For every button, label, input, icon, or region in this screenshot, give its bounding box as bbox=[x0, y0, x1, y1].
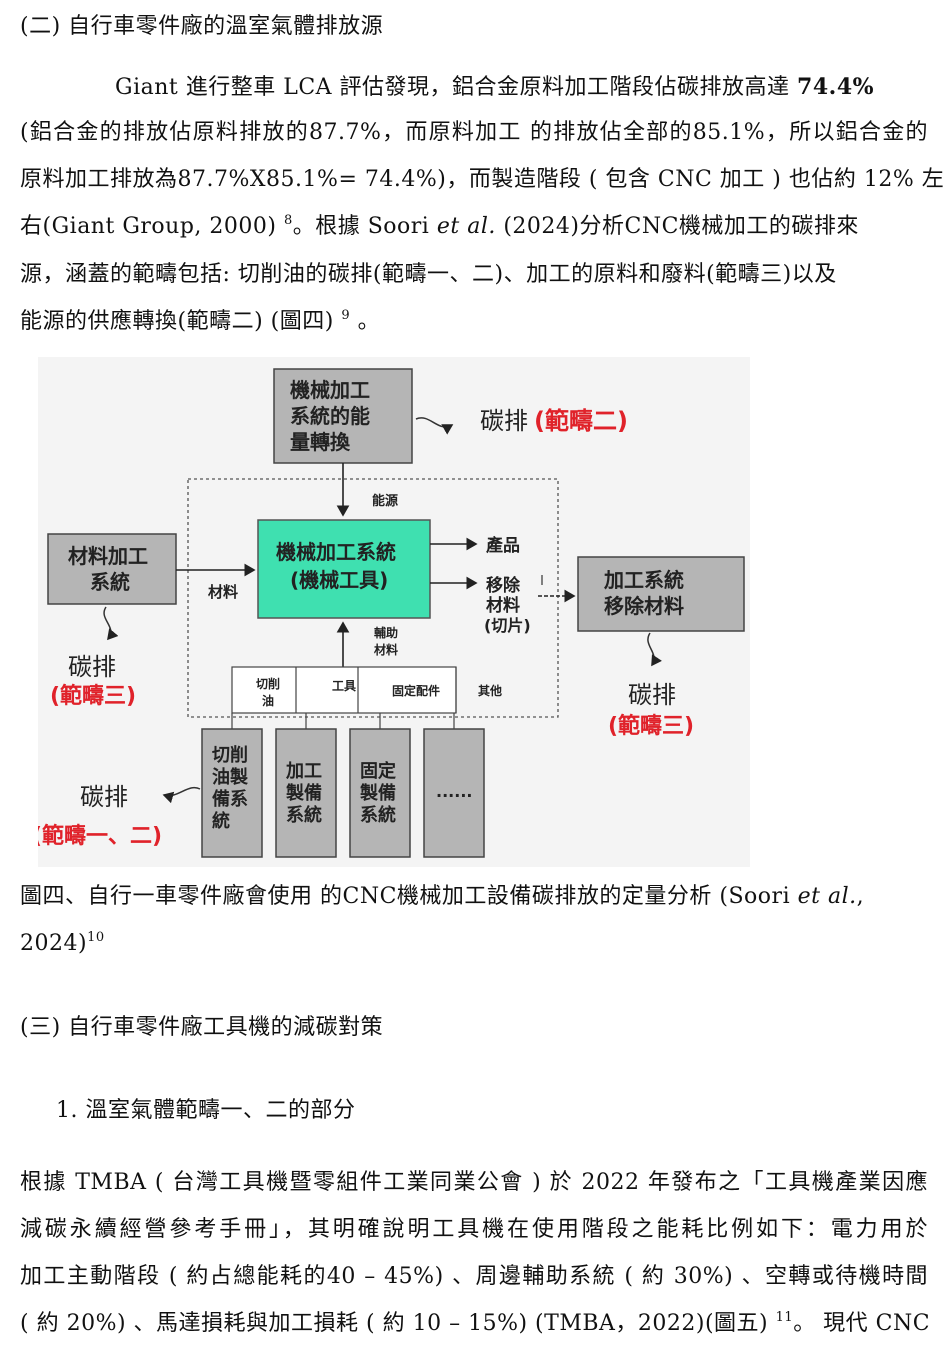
svg-text:移除材料: 移除材料 bbox=[604, 594, 684, 618]
caption-text: 圖四、自行一車零件廠會使用 的CNC機械加工設備碳排放的定量分析 (Soori bbox=[20, 884, 798, 909]
svg-text:製備: 製備 bbox=[359, 782, 396, 804]
product-label: 產品 bbox=[486, 535, 520, 556]
bottom-box-fixture: 固定 製備 系統 bbox=[349, 728, 411, 858]
svg-text:系統: 系統 bbox=[90, 570, 130, 594]
bottom-box-other: ...... bbox=[423, 728, 485, 858]
line-text: 。根據 Soori bbox=[292, 214, 437, 239]
list-item: 1. 溫室氣體範疇一、二的部分 bbox=[56, 1098, 356, 1123]
svg-text:(切片): (切片) bbox=[484, 616, 531, 635]
svg-text:......: ...... bbox=[436, 782, 472, 801]
section-heading: (二) 自行車零件廠的溫室氣體排放源 bbox=[20, 14, 384, 39]
svg-text:系統: 系統 bbox=[286, 804, 322, 826]
footnote-ref[interactable]: 9 bbox=[341, 308, 351, 323]
removed-material-label: 移除 材料 (切片) bbox=[484, 575, 531, 635]
svg-text:量轉換: 量轉換 bbox=[290, 430, 351, 454]
svg-text:固定: 固定 bbox=[360, 760, 396, 782]
svg-text:切削: 切削 bbox=[256, 676, 280, 691]
svg-text:切削: 切削 bbox=[212, 744, 248, 766]
paragraph-line: 減碳永續經營參考手冊」，其明確說明工具機在使用階段之能耗比例如下：電力用於 bbox=[20, 1217, 928, 1242]
svg-text:碳排: 碳排 bbox=[628, 681, 676, 709]
italic-text: et al. bbox=[436, 214, 496, 239]
svg-text:機械加工: 機械加工 bbox=[290, 378, 370, 402]
line-text: 。 bbox=[350, 309, 381, 334]
emission-arrow bbox=[415, 417, 454, 435]
svg-text:系統的能: 系統的能 bbox=[290, 404, 370, 428]
paragraph-line: 根據 TMBA ( 台灣工具機暨零組件工業同業公會 ) 於 2022 年發布之「… bbox=[20, 1170, 928, 1195]
svg-text:(機械工具): (機械工具) bbox=[290, 568, 388, 592]
svg-text:油製: 油製 bbox=[212, 766, 248, 788]
emission-arrow bbox=[103, 606, 119, 641]
svg-text:(範疇一、二): (範疇一、二) bbox=[38, 823, 162, 849]
removal-system-box: 加工系統 移除材料 bbox=[577, 556, 745, 632]
highlight-value: 74.4% bbox=[797, 74, 875, 100]
energy-label: 能源 bbox=[372, 493, 398, 509]
svg-text:(範疇三): (範疇三) bbox=[50, 683, 136, 709]
paragraph-line: ( 約 20%) 、馬達損耗與加工損耗 ( 約 10 – 15%) (TMBA，… bbox=[20, 1309, 930, 1339]
italic-text: et al. bbox=[797, 884, 857, 909]
footnote-ref[interactable]: 8 bbox=[283, 213, 293, 228]
svg-text:移除: 移除 bbox=[486, 575, 521, 596]
paragraph-line: Giant 進行整車 LCA 評估發現，鋁合金原料加工階段佔碳排放高達 74.4… bbox=[115, 72, 874, 103]
svg-text:油: 油 bbox=[262, 693, 274, 708]
svg-text:加工系統: 加工系統 bbox=[603, 568, 684, 592]
paragraph-line: 能源的供應轉換(範疇二) (圖四) 9 。 bbox=[20, 307, 380, 337]
bottom-box-cutting-oil: 切削 油製 備系 統 bbox=[201, 728, 263, 858]
aux-material-label: 輔助 材料 bbox=[373, 625, 398, 657]
removal-emission-label: 碳排 (範疇三) bbox=[608, 681, 694, 739]
svg-text:碳排: 碳排 bbox=[68, 653, 116, 681]
footnote-ref[interactable]: 11 bbox=[775, 1310, 794, 1325]
svg-text:備系: 備系 bbox=[212, 788, 248, 810]
svg-text:工具: 工具 bbox=[332, 679, 356, 693]
energy-emission-label: 碳排 (範疇二) bbox=[480, 407, 628, 435]
svg-text:碳排: 碳排 bbox=[80, 783, 128, 811]
line-text: Giant 進行整車 LCA 評估發現，鋁合金原料加工階段佔碳排放高達 bbox=[115, 75, 798, 100]
svg-text:固定配件: 固定配件 bbox=[392, 683, 440, 698]
emission-arrow bbox=[162, 786, 201, 804]
main-machining-box: 機械加工系統 (機械工具) bbox=[257, 519, 431, 619]
svg-text:機械加工系統: 機械加工系統 bbox=[276, 540, 396, 564]
svg-text:其他: 其他 bbox=[478, 683, 502, 698]
bottom-emission-label: 碳排 (範疇一、二) bbox=[32, 783, 162, 849]
system-boundary bbox=[187, 478, 559, 718]
diagram-svg: 機械加工 系統的能 量轉換 碳排 (範疇二) 能源 材料加工 系統 材料 碳排 … bbox=[32, 368, 745, 858]
bottom-box-processing: 加工 製備 系統 bbox=[275, 728, 337, 858]
figure-caption: 圖四、自行一車零件廠會使用 的CNC機械加工設備碳排放的定量分析 (Soori … bbox=[20, 882, 864, 912]
caption-text: 2024) bbox=[20, 931, 88, 956]
figure-cnc-emission-diagram: 機械加工 系統的能 量轉換 碳排 (範疇二) 能源 材料加工 系統 材料 碳排 … bbox=[32, 357, 750, 867]
caption-text: , bbox=[856, 884, 865, 909]
emission-arrow bbox=[647, 632, 662, 667]
energy-conversion-box: 機械加工 系統的能 量轉換 bbox=[273, 368, 413, 464]
paragraph-line: 源，涵蓋的範疇包括: 切削油的碳排(範疇一、二)、加工的原料和廢料(範疇三)以及 bbox=[20, 262, 837, 287]
svg-text:系統: 系統 bbox=[360, 804, 396, 826]
line-text: 右(Giant Group, 2000) bbox=[20, 214, 284, 239]
material-processing-box: 材料加工 系統 bbox=[47, 533, 177, 605]
svg-text:製備: 製備 bbox=[285, 782, 322, 804]
svg-text:(範疇三): (範疇三) bbox=[608, 713, 694, 739]
paragraph-line: 右(Giant Group, 2000) 8。根據 Soori et al. (… bbox=[20, 212, 859, 242]
svg-text:統: 統 bbox=[212, 810, 230, 832]
footnote-ref[interactable]: 10 bbox=[87, 930, 105, 945]
figure-caption-line2: 2024)10 bbox=[20, 929, 105, 959]
paragraph-line: 加工主動階段 ( 約占總能耗的40 – 45%) 、周邊輔助系統 ( 約 30%… bbox=[20, 1264, 928, 1289]
svg-text:材料加工: 材料加工 bbox=[68, 544, 148, 568]
paragraph-line: (鋁合金的排放佔原料排放的87.7%，而原料加工 的排放佔全部的85.1%，所以… bbox=[20, 120, 928, 145]
material-emission-label: 碳排 (範疇三) bbox=[50, 653, 136, 709]
svg-text:材料: 材料 bbox=[373, 642, 398, 657]
line-text: 。 現代 CNC bbox=[793, 1311, 931, 1336]
bottom-connectors bbox=[231, 713, 455, 729]
section-heading: (三) 自行車零件廠工具機的減碳對策 bbox=[20, 1015, 384, 1040]
paragraph-line: 原料加工排放為87.7%X85.1%= 74.4%)，而製造階段 ( 包含 CN… bbox=[20, 167, 945, 192]
aux-items-row: 切削 油 工具 固定配件 其他 bbox=[231, 666, 502, 714]
line-text: ( 約 20%) 、馬達損耗與加工損耗 ( 約 10 – 15%) (TMBA，… bbox=[20, 1311, 776, 1336]
svg-text:材料: 材料 bbox=[486, 595, 520, 616]
svg-text:(範疇二): (範疇二) bbox=[534, 407, 628, 435]
line-text: 能源的供應轉換(範疇二) (圖四) bbox=[20, 309, 342, 334]
svg-text:碳排: 碳排 bbox=[480, 407, 528, 435]
svg-text:輔助: 輔助 bbox=[374, 625, 398, 640]
material-label: 材料 bbox=[208, 583, 238, 601]
svg-text:加工: 加工 bbox=[285, 761, 322, 782]
line-text: (2024)分析CNC機械加工的碳排來 bbox=[495, 214, 859, 239]
